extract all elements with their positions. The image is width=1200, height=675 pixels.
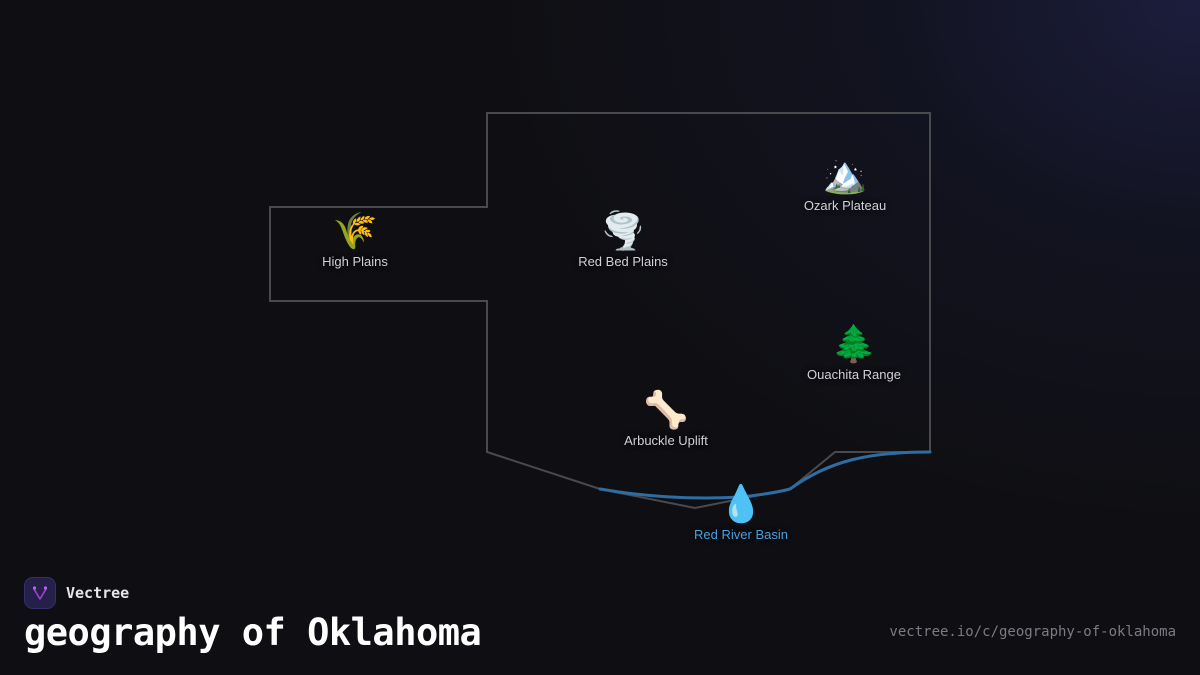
region-red-river-basin[interactable]: 💧 Red River Basin <box>694 484 788 543</box>
region-label: High Plains <box>322 254 388 269</box>
water-drop-icon: 💧 <box>718 484 764 525</box>
vectree-logo <box>24 577 56 609</box>
region-label: Ouachita Range <box>807 367 901 382</box>
evergreen-tree-icon: 🌲 <box>831 324 877 365</box>
region-arbuckle-uplift[interactable]: 🦴 Arbuckle Uplift <box>624 390 708 449</box>
region-label: Red River Basin <box>694 527 788 542</box>
red-river <box>598 450 932 500</box>
page-title: geography of Oklahoma <box>24 611 482 654</box>
brand: Vectree <box>24 577 129 609</box>
brand-name: Vectree <box>66 584 130 602</box>
bone-icon: 🦴 <box>643 390 689 431</box>
region-high-plains[interactable]: 🌾 High Plains <box>322 211 388 270</box>
vectree-fork-icon <box>32 586 48 600</box>
region-ozark-plateau[interactable]: 🏔️ Ozark Plateau <box>803 155 887 214</box>
tornado-icon: 🌪️ <box>600 211 646 252</box>
region-label: Ozark Plateau <box>803 198 887 213</box>
region-label: Red Bed Plains <box>578 254 668 269</box>
region-red-bed-plains[interactable]: 🌪️ Red Bed Plains <box>578 211 668 270</box>
region-label: Arbuckle Uplift <box>624 433 708 448</box>
page-url[interactable]: vectree.io/c/geography-of-oklahoma <box>889 624 1176 640</box>
wheat-icon: 🌾 <box>332 211 378 252</box>
mountain-icon: 🏔️ <box>822 155 868 196</box>
region-ouachita-range[interactable]: 🌲 Ouachita Range <box>807 324 901 383</box>
